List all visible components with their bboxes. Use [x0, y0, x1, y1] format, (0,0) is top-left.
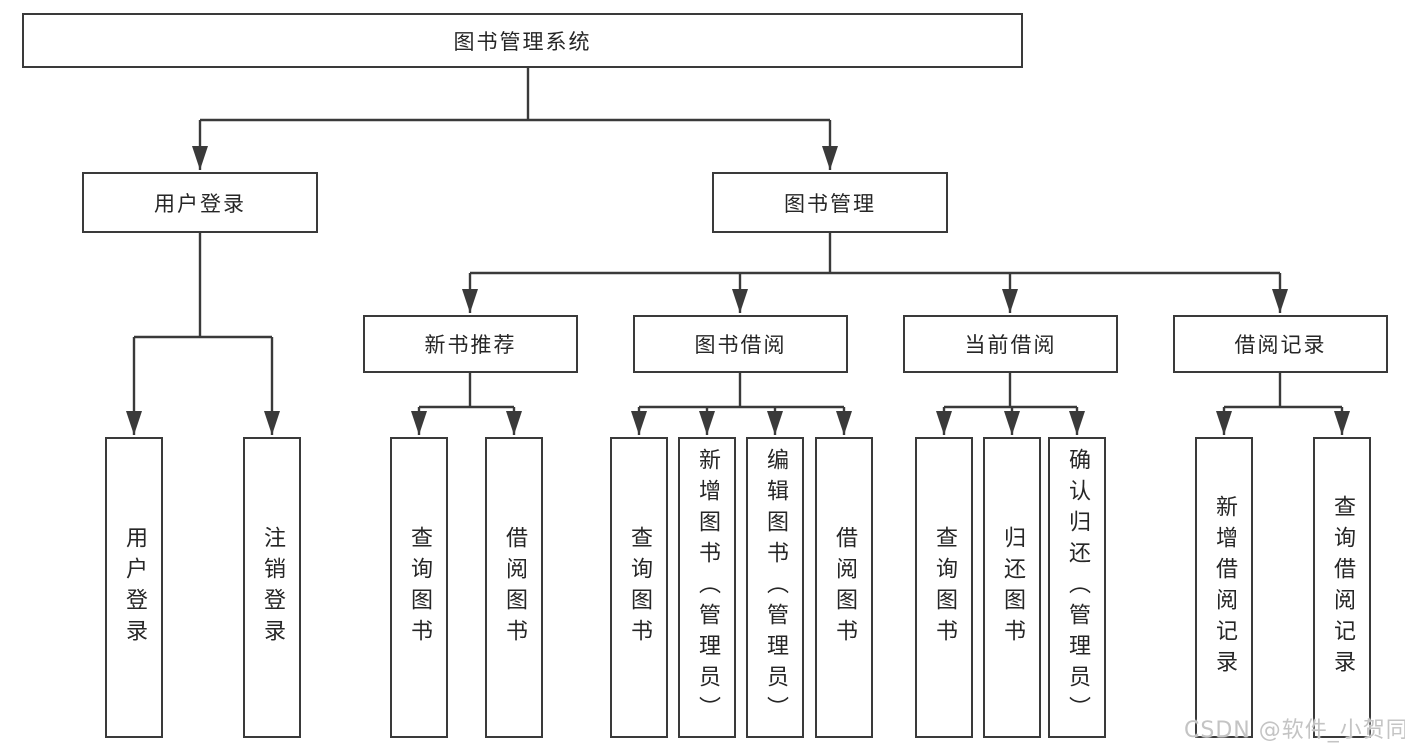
node-label: 图书借阅: [694, 333, 787, 357]
node-new-book-recommendation: 新书推荐: [363, 315, 578, 373]
leaf-user-login: 用户登录: [105, 437, 163, 738]
leaf-edit-book-admin: 编辑图书（管理员）: [746, 437, 804, 738]
leaf-label: 借阅图书: [502, 525, 527, 650]
leaf-add-borrow-record: 新增借阅记录: [1195, 437, 1253, 738]
leaf-label: 新增借阅记录: [1212, 494, 1237, 681]
connector-current-borrow-fan: [936, 373, 1085, 435]
node-book-borrowing: 图书借阅: [633, 315, 848, 373]
leaf-label: 归还图书: [1000, 525, 1025, 650]
node-current-borrowing: 当前借阅: [903, 315, 1118, 373]
leaf-query-books-2: 查询图书: [610, 437, 668, 738]
leaf-label: 注销登录: [260, 525, 285, 650]
leaf-label: 编辑图书（管理员）: [763, 448, 788, 727]
node-label: 借阅记录: [1234, 333, 1327, 357]
leaf-label: 查询图书: [932, 525, 957, 650]
csdn-watermark: CSDN @软件_小贺同学: [1184, 718, 1405, 743]
connector-user-login-fan: [126, 233, 280, 435]
leaf-label: 借阅图书: [832, 525, 857, 650]
leaf-logout-login: 注销登录: [243, 437, 301, 738]
node-library-management-system: 图书管理系统: [22, 13, 1023, 68]
node-borrowing-records: 借阅记录: [1173, 315, 1388, 373]
node-label: 当前借阅: [964, 333, 1057, 357]
connector-borrow-records-fan: [1216, 373, 1350, 435]
node-label: 图书管理系统: [453, 29, 592, 54]
leaf-label: 查询图书: [627, 525, 652, 650]
leaf-borrow-books-1: 借阅图书: [485, 437, 543, 738]
leaf-label: 确认归还（管理员）: [1065, 448, 1090, 727]
node-label: 图书管理: [784, 191, 876, 216]
node-book-management: 图书管理: [712, 172, 948, 233]
leaf-label: 查询图书: [407, 525, 432, 650]
connector-new-book-fan: [411, 373, 522, 435]
leaf-return-books: 归还图书: [983, 437, 1041, 738]
node-user-login: 用户登录: [82, 172, 318, 233]
connector-book-borrow-fan: [631, 373, 852, 435]
leaf-add-book-admin: 新增图书（管理员）: [678, 437, 736, 738]
connector-root-to-branches: [192, 68, 838, 170]
leaf-query-books-3: 查询图书: [915, 437, 973, 738]
leaf-borrow-books-2: 借阅图书: [815, 437, 873, 738]
leaf-query-borrow-record: 查询借阅记录: [1313, 437, 1371, 738]
leaf-label: 查询借阅记录: [1330, 494, 1355, 681]
leaf-label: 用户登录: [122, 525, 147, 650]
connector-book-mgmt-fan: [462, 233, 1288, 313]
leaf-label: 新增图书（管理员）: [695, 448, 720, 727]
node-label: 新书推荐: [424, 333, 517, 357]
leaf-query-books-1: 查询图书: [390, 437, 448, 738]
node-label: 用户登录: [154, 191, 246, 216]
leaf-confirm-return-admin: 确认归还（管理员）: [1048, 437, 1106, 738]
